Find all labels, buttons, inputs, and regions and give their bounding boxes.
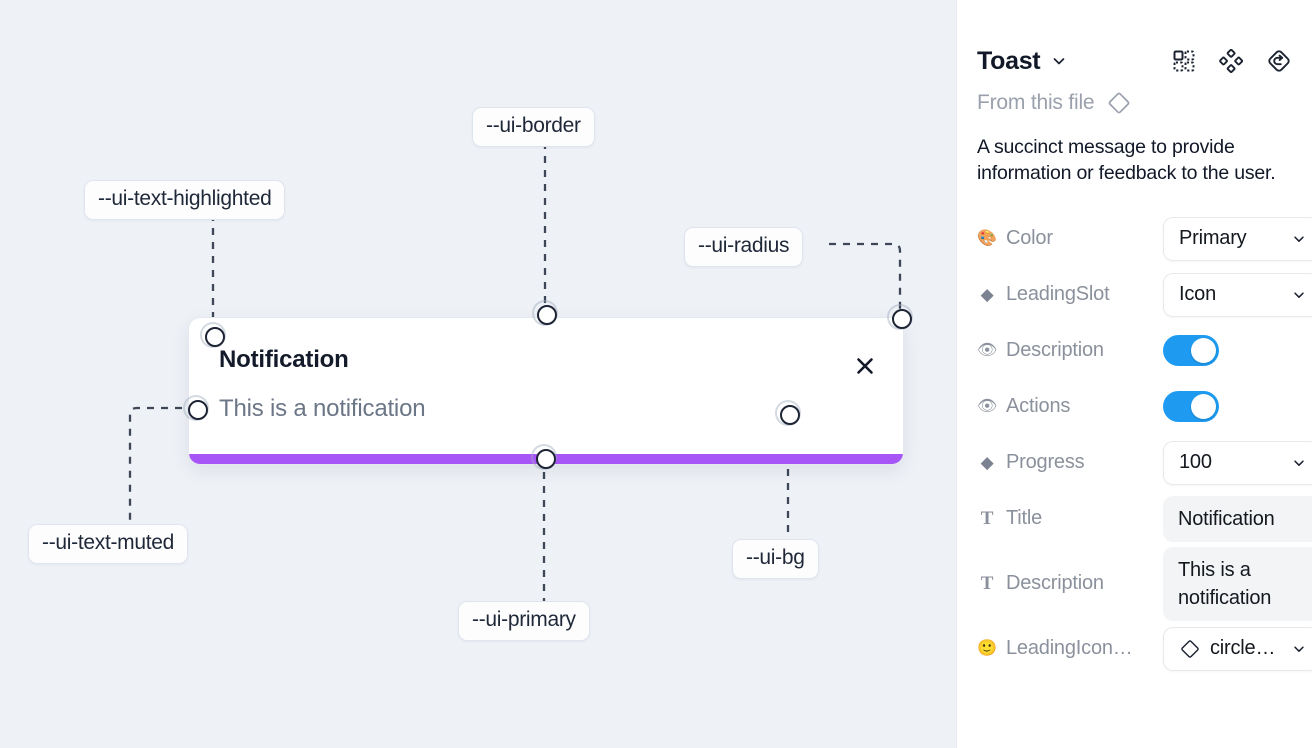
- property-label-text: Color: [1006, 227, 1053, 250]
- toast-preview[interactable]: Notification This is a notification: [188, 317, 904, 465]
- variants-button[interactable]: [1219, 49, 1243, 73]
- description-input[interactable]: This is a notification: [1163, 546, 1312, 621]
- panel-title-dropdown-button[interactable]: [1051, 53, 1067, 69]
- component-grid-button[interactable]: [1172, 49, 1196, 73]
- annotation-chip-radius[interactable]: --ui-radius: [684, 227, 804, 267]
- eye-emoji-icon: 👁: [977, 341, 998, 359]
- property-label-actions-visibility: 👁 Actions: [977, 395, 1163, 418]
- close-x-icon: [857, 358, 873, 374]
- toast-description: This is a notification: [219, 395, 426, 422]
- panel-header: Toast: [977, 28, 1292, 94]
- component-grid-icon: [1173, 50, 1195, 72]
- text-type-icon: T: [980, 508, 994, 530]
- chevron-down-icon: [1292, 456, 1306, 470]
- anchor-handle-radius[interactable]: [889, 306, 912, 329]
- reset-overrides-button[interactable]: [1266, 48, 1292, 74]
- diamond-outline-icon: [1179, 638, 1201, 660]
- chevron-down-icon: [1292, 642, 1306, 656]
- property-label-leadingslot: ◆ LeadingSlot: [977, 283, 1163, 306]
- property-label-description-visibility: 👁 Description: [977, 339, 1163, 362]
- property-label-text: Title: [1006, 507, 1043, 530]
- smiley-emoji-icon: 🙂: [977, 639, 997, 657]
- component-description: A succinct message to provide informatio…: [977, 136, 1276, 185]
- connector-radius: [829, 242, 902, 317]
- property-row-title: T Title Notification: [977, 491, 1312, 547]
- anchor-handle-text-muted[interactable]: [185, 397, 208, 420]
- connector-text-muted: [128, 406, 196, 524]
- property-label-text: Description: [1006, 339, 1104, 362]
- progress-select[interactable]: 100: [1163, 440, 1312, 485]
- leadingicon-select-value: circle…: [1210, 637, 1276, 660]
- property-label-color: 🎨 Color: [977, 227, 1163, 250]
- annotation-chip-border[interactable]: --ui-border: [472, 107, 595, 147]
- property-row-description-text: T Description This is a notification: [977, 546, 1312, 621]
- palette-emoji-icon: 🎨: [977, 229, 997, 247]
- variants-diamond-cluster-icon: [1219, 49, 1243, 73]
- property-label-progress: ◆ Progress: [977, 451, 1163, 474]
- toast-close-button[interactable]: [851, 352, 879, 380]
- property-row-color: 🎨 Color Primary: [977, 211, 1312, 267]
- panel-header-actions: [1172, 48, 1292, 74]
- actions-toggle[interactable]: [1163, 391, 1219, 423]
- design-canvas[interactable]: Notification This is a notification --ui…: [0, 0, 956, 748]
- panel-title: Toast: [977, 46, 1041, 75]
- from-this-file-row: From this file: [977, 90, 1292, 116]
- chevron-down-icon: [1292, 288, 1306, 302]
- property-row-leadingslot: ◆ LeadingSlot Icon: [977, 267, 1312, 323]
- color-select[interactable]: Primary: [1163, 216, 1312, 261]
- diamond-solid-icon: ◆: [980, 453, 994, 473]
- property-row-progress: ◆ Progress 100: [977, 435, 1312, 491]
- diamond-outline-icon: [1109, 92, 1130, 114]
- property-label-text: Description: [1006, 572, 1104, 595]
- anchor-handle-text-highlighted[interactable]: [202, 324, 225, 347]
- properties-panel: Toast: [956, 0, 1312, 748]
- leadingslot-select[interactable]: Icon: [1163, 272, 1312, 317]
- leadingslot-select-value: Icon: [1179, 283, 1217, 306]
- leadingicon-select[interactable]: circle…: [1163, 626, 1312, 671]
- property-label-text: LeadingSlot: [1006, 283, 1110, 306]
- property-row-description-toggle: 👁 Description: [977, 323, 1292, 379]
- property-row-actions-toggle: 👁 Actions: [977, 379, 1292, 435]
- text-type-icon: T: [980, 573, 994, 595]
- property-label-description-text: T Description: [977, 572, 1163, 595]
- progress-select-value: 100: [1179, 451, 1212, 474]
- property-row-leadingicon: 🙂 LeadingIcon… circle…: [977, 621, 1312, 677]
- title-input[interactable]: Notification: [1163, 495, 1312, 542]
- annotation-chip-bg[interactable]: --ui-bg: [732, 539, 819, 579]
- eye-emoji-icon: 👁: [977, 397, 998, 415]
- property-label-title: T Title: [977, 507, 1163, 530]
- diamond-solid-icon: ◆: [980, 285, 994, 305]
- chevron-down-icon: [1292, 232, 1306, 246]
- anchor-handle-primary[interactable]: [533, 446, 556, 469]
- property-label-text: LeadingIcon…: [1006, 637, 1133, 660]
- toast-title: Notification: [219, 346, 349, 373]
- property-label-text: Progress: [1006, 451, 1085, 474]
- anchor-handle-border[interactable]: [534, 302, 557, 325]
- property-label-text: Actions: [1006, 395, 1071, 418]
- reset-diamond-icon: [1268, 50, 1290, 72]
- anchor-handle-bg[interactable]: [777, 402, 800, 425]
- annotation-chip-primary[interactable]: --ui-primary: [458, 601, 590, 641]
- from-this-file-label: From this file: [977, 91, 1095, 114]
- annotation-chip-text-highlighted[interactable]: --ui-text-highlighted: [84, 180, 286, 220]
- annotation-chip-text-muted[interactable]: --ui-text-muted: [28, 524, 189, 564]
- chevron-down-icon: [1053, 58, 1065, 65]
- description-toggle[interactable]: [1163, 335, 1219, 367]
- color-select-value: Primary: [1179, 227, 1247, 250]
- property-label-leadingicon: 🙂 LeadingIcon…: [977, 637, 1163, 660]
